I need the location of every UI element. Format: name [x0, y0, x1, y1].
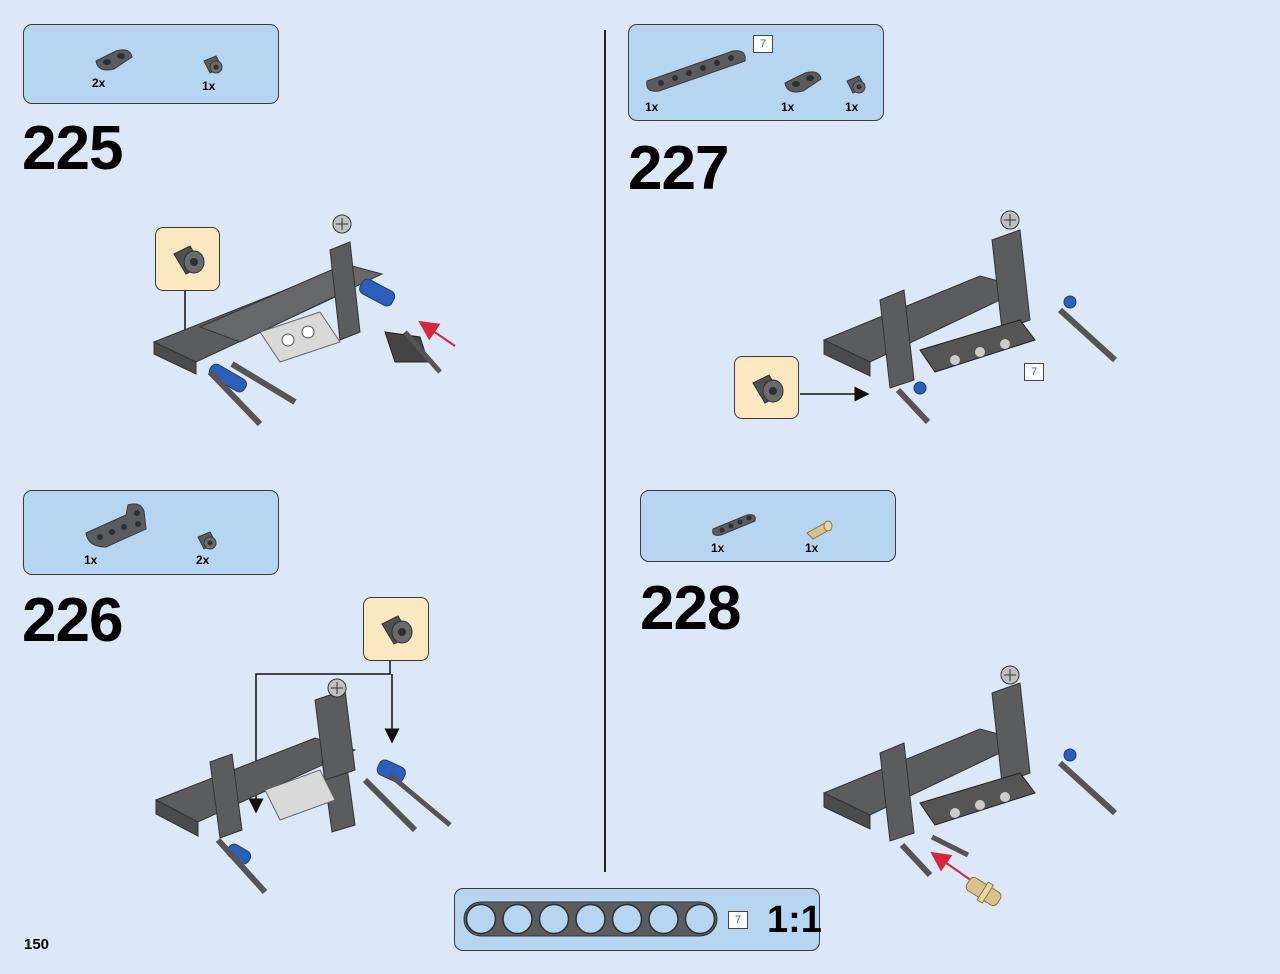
step-225-number: 225 [22, 114, 123, 183]
step-227-part-2-qty: 1x [781, 100, 795, 114]
beam-4-icon [712, 514, 756, 536]
step-227-model-length-tag: 7 [1024, 363, 1044, 381]
step-228-part-2-qty: 1x [805, 541, 819, 555]
beam-7-icon [646, 50, 746, 92]
step-228-part-1-qty: 1x [711, 541, 725, 555]
step-227-parts-box: 7 1x 1x 1x [628, 24, 884, 121]
step-227-model [822, 210, 1118, 425]
bush-icon [381, 615, 413, 645]
step-226-parts-box: 1x 2x [23, 490, 279, 575]
scale-ratio-label: 1:1 [767, 899, 822, 941]
bush-icon [203, 55, 223, 74]
bush-icon [752, 374, 784, 404]
step-226-callout [363, 597, 429, 661]
step-228-model [822, 665, 1118, 907]
step-225-model [152, 214, 442, 427]
step-226-model [154, 678, 452, 895]
step-225-parts-box: 2x 1x [23, 24, 279, 104]
scale-beam-hole [611, 903, 643, 935]
scale-reference-box: 7 1:1 [454, 888, 822, 951]
scale-length-tag: 7 [728, 911, 748, 929]
scale-beam-hole [648, 903, 679, 935]
step-227-part-3-qty: 1x [845, 100, 859, 114]
angle-beam-icon [85, 503, 147, 548]
step-225-part-1-qty: 2x [92, 76, 106, 90]
step-228-number: 228 [640, 574, 741, 643]
step-228-parts-box: 1x 1x [640, 490, 896, 562]
scale-beam-hole [502, 903, 533, 935]
page-divider [604, 30, 606, 872]
bush-icon [173, 245, 205, 275]
scale-beam-hole [575, 903, 606, 935]
step-227-callout [734, 356, 799, 419]
scale-beam-hole [538, 903, 570, 935]
step-225-callout [155, 227, 220, 291]
connector-beam-2-icon [784, 71, 822, 93]
step-226-number: 226 [22, 586, 123, 655]
step-226-part-1-qty: 1x [84, 553, 98, 567]
step-227-parts-length-tag: 7 [753, 35, 773, 53]
connector-beam-2-icon [95, 49, 133, 71]
page-number: 150 [24, 936, 50, 953]
tan-pin-icon [806, 520, 833, 540]
scale-beam-hole [684, 903, 716, 935]
scale-beam-hole [465, 903, 497, 935]
step-227-part-1-qty: 1x [645, 100, 659, 114]
bush-icon [197, 531, 217, 550]
scale-beam-7-icon [463, 901, 718, 937]
step-227-number: 227 [628, 134, 729, 203]
bush-icon [846, 75, 866, 94]
step-225-part-2-qty: 1x [202, 79, 216, 93]
step-226-part-2-qty: 2x [196, 553, 210, 567]
